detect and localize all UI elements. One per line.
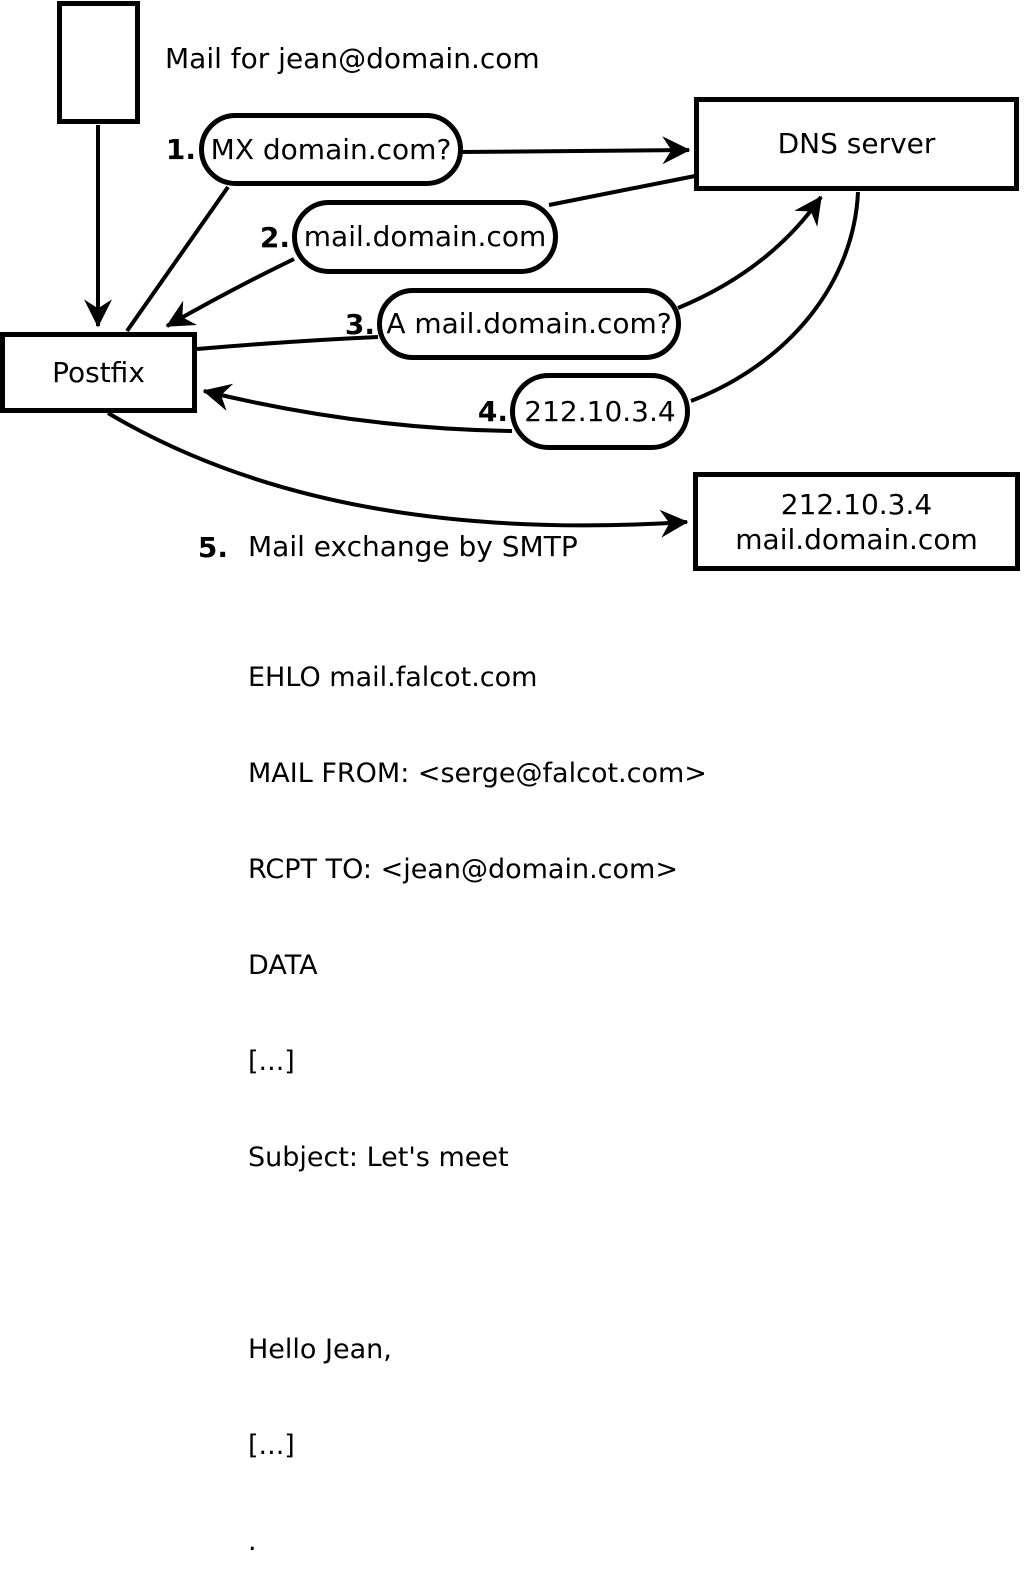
step-3-number: 3. bbox=[344, 307, 375, 341]
arrow-step1-to-dns bbox=[458, 136, 691, 165]
smtp-line: RCPT TO: <jean@domain.com> bbox=[248, 854, 678, 885]
step-1-number: 1. bbox=[165, 133, 196, 166]
step-5-number: 5. bbox=[197, 530, 228, 564]
step-2-label: mail.domain.com bbox=[303, 220, 547, 254]
arrow-step4-to-postfix bbox=[202, 383, 513, 433]
step-3-pill: A mail.domain.com? bbox=[377, 288, 681, 360]
mail-server-ip: 212.10.3.4 bbox=[780, 487, 933, 521]
smtp-line: Subject: Let's meet bbox=[248, 1142, 509, 1173]
line-dns-to-step4 bbox=[690, 191, 860, 403]
arrow-postfix-to-mailserver bbox=[106, 411, 689, 538]
arrow-step2-to-postfix bbox=[165, 257, 295, 328]
line-postfix-to-step1 bbox=[125, 185, 230, 333]
step-3-label: A mail.domain.com? bbox=[386, 307, 672, 341]
line-postfix-to-step3 bbox=[196, 335, 379, 351]
smtp-line: Hello Jean, bbox=[248, 1334, 392, 1365]
step-2-number: 2. bbox=[259, 220, 290, 254]
smtp-line: DATA bbox=[248, 950, 318, 981]
line-dns-to-step2 bbox=[548, 174, 696, 207]
smtp-transcript: EHLO mail.falcot.com MAIL FROM: <serge@f… bbox=[248, 598, 707, 1590]
dns-server-node: DNS server bbox=[694, 97, 1019, 191]
arrow-step3-to-dns bbox=[677, 195, 823, 310]
step-2-pill: mail.domain.com bbox=[292, 200, 558, 274]
mail-document-node bbox=[57, 1, 140, 124]
smtp-line: . bbox=[248, 1526, 257, 1557]
smtp-line: [...] bbox=[248, 1430, 295, 1461]
smtp-line: MAIL FROM: <serge@falcot.com> bbox=[248, 758, 707, 789]
mail-server-node: 212.10.3.4 mail.domain.com bbox=[693, 472, 1020, 571]
connector-lines bbox=[84, 125, 860, 538]
dns-server-label: DNS server bbox=[777, 127, 936, 161]
step-1-pill: MX domain.com? bbox=[199, 113, 463, 186]
mail-caption: Mail for jean@domain.com bbox=[165, 42, 540, 75]
smtp-line: [...] bbox=[248, 1046, 295, 1077]
step-4-label: 212.10.3.4 bbox=[524, 394, 676, 428]
step-4-pill: 212.10.3.4 bbox=[510, 373, 690, 450]
mail-server-hostname: mail.domain.com bbox=[735, 522, 978, 556]
smtp-line bbox=[248, 1238, 707, 1270]
postfix-node: Postfix bbox=[0, 332, 197, 413]
step-5-label: Mail exchange by SMTP bbox=[248, 530, 578, 563]
postfix-label: Postfix bbox=[52, 355, 145, 389]
smtp-line: EHLO mail.falcot.com bbox=[248, 662, 538, 693]
step-1-label: MX domain.com? bbox=[210, 132, 452, 166]
step-4-number: 4. bbox=[477, 395, 508, 428]
